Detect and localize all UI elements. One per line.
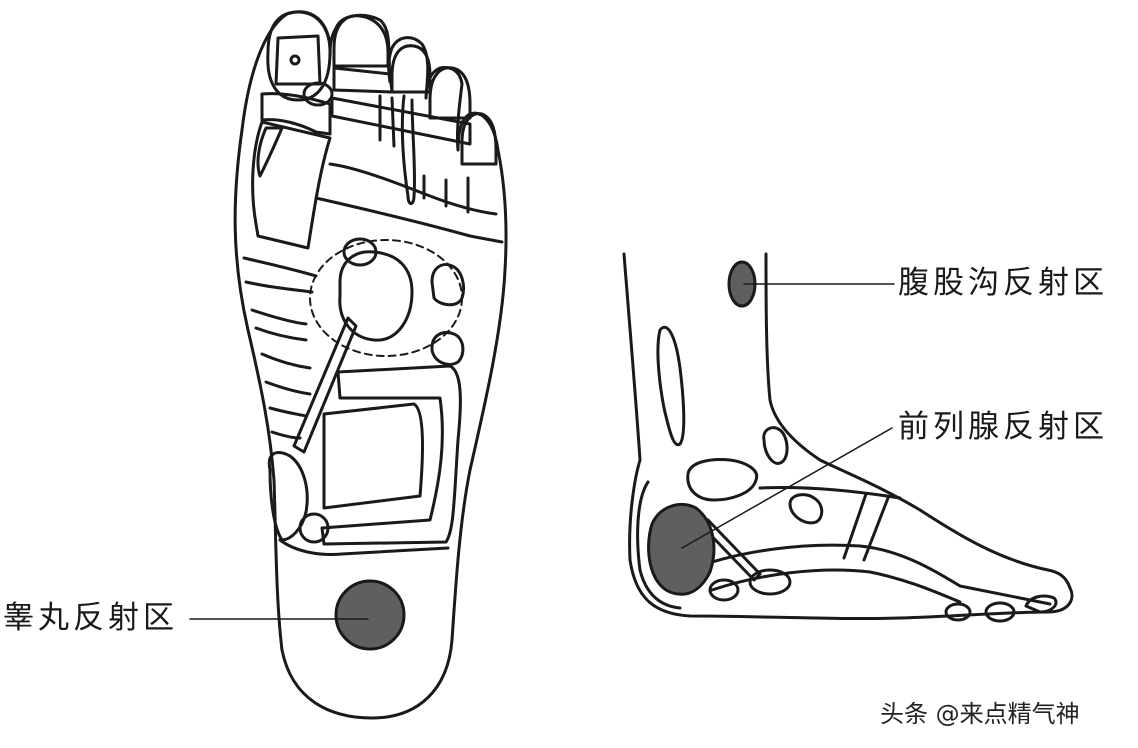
side-pad-3 [944,602,972,622]
arch-region [320,364,462,546]
toe-tip-side [1024,594,1058,614]
big-toe-base [260,92,332,136]
toe-channel-b [400,94,417,205]
arch-inner [322,402,424,510]
band-7 [268,406,308,418]
band-4 [254,326,308,342]
ankle-pad-small [788,493,824,525]
toe-3 [390,44,432,94]
toe-band-mid [330,96,472,146]
big-toe-joint [302,81,334,107]
ankle-pad-top [762,426,789,465]
band-2 [244,280,314,294]
band-6 [264,380,312,396]
toe-2 [332,14,390,68]
side-pad-4 [984,601,1016,623]
sole-illustration [233,10,508,720]
band-1 [242,256,318,278]
watermark: 头条 @来点精气神 [880,700,1080,728]
medial-inner [256,126,284,178]
metatarsal-band [328,162,498,216]
metatarsal-band-2 [422,174,470,214]
toe-band-upper [332,66,394,94]
prostate-reflex-highlight [647,503,716,596]
band-3 [250,308,308,326]
prostate-leader [681,427,893,549]
leg-band [656,326,686,447]
lower-pad [430,331,465,366]
kidney-area [338,250,414,342]
midfoot-band [758,485,902,562]
toe-channel-a [378,94,396,148]
big-toe-dot [289,54,301,66]
heel-medial-node [298,512,330,544]
heel-curve-outer [636,480,682,610]
band-5 [260,352,312,370]
side-pad-2 [748,568,792,596]
side-pad-1 [708,578,740,602]
adrenal-node [342,237,378,267]
prostate-reflex-label: 前列腺反射区 [898,409,1108,445]
ankle-band [686,458,759,502]
medial-column [251,120,332,250]
testis-reflex-label: 睾丸反射区 [3,600,178,636]
right-pad [430,263,466,307]
ureter-tube [292,316,358,454]
toe-5 [460,112,498,166]
band-8 [270,430,302,440]
heel-line [278,538,450,556]
side-view-illustration [622,252,1074,623]
toe-4 [428,66,472,120]
groin-reflex-label: 腹股沟反射区 [898,265,1108,301]
testis-reflex-highlight [334,579,406,651]
metatarsal-lower [314,196,504,244]
heel-medial-pad [267,451,309,542]
